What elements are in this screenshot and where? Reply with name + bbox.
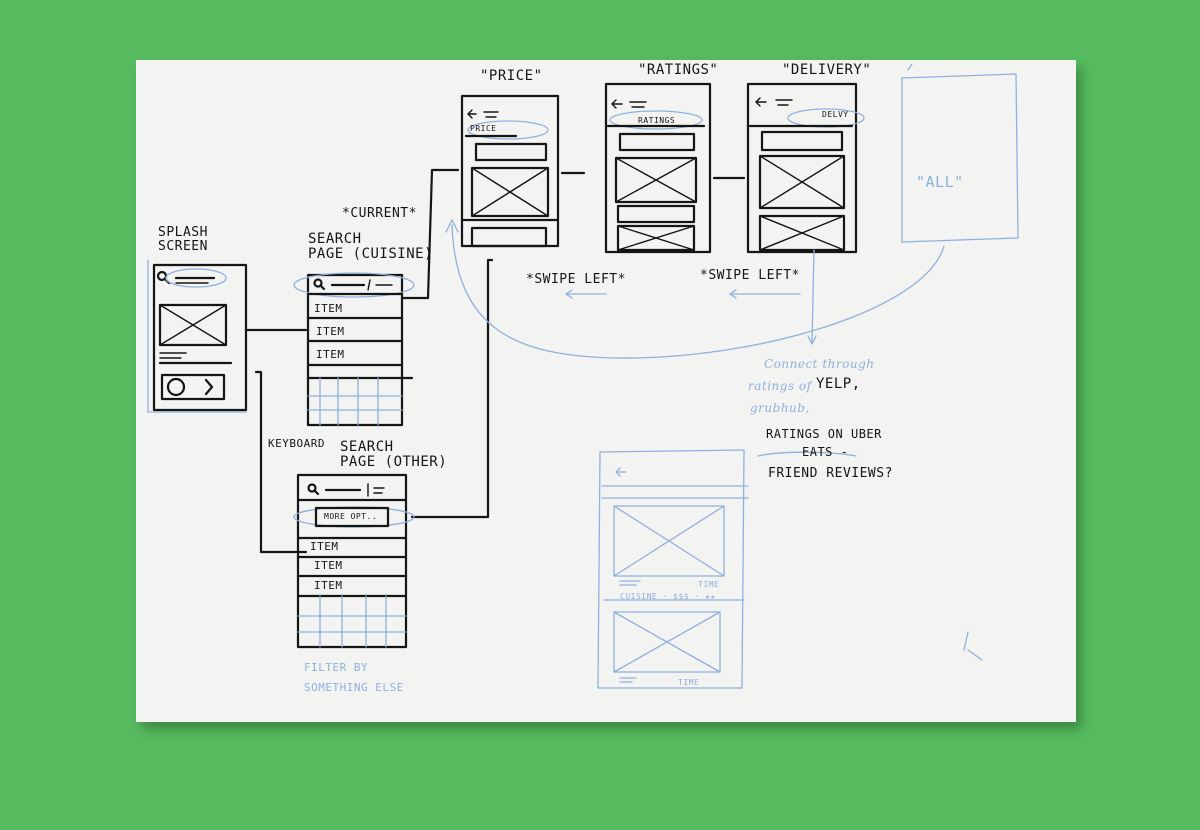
note-line-3: grubhub, <box>750 401 810 415</box>
delivery-title: "DELIVERY" <box>782 62 872 78</box>
all-wireframe <box>901 63 1019 243</box>
other-item-2: ITEM <box>314 559 343 572</box>
note-line-2a: ratings of <box>748 379 812 393</box>
delivery-tab-label: DELVY <box>822 110 849 119</box>
other-item-3: ITEM <box>314 579 343 592</box>
keyboard-label: KEYBOARD <box>268 437 325 450</box>
ratings-title: "RATINGS" <box>638 62 719 78</box>
price-wireframe <box>460 94 560 248</box>
search-other-wireframe <box>293 473 415 649</box>
search-cuisine-wireframe <box>293 272 415 427</box>
note-line-4: RATINGS ON UBER <box>766 427 882 441</box>
detail-time-label-1: TIME <box>698 580 720 589</box>
note-line-1: Connect through <box>764 357 875 371</box>
search-other-label: SEARCH PAGE (OTHER) <box>340 439 448 470</box>
note-line-2b: YELP, <box>816 376 861 392</box>
swipe-left-label-2: *SWIPE LEFT* <box>700 268 800 283</box>
cuisine-item-1: ITEM <box>314 302 343 315</box>
more-options-label: MORE OPT.. <box>324 512 378 521</box>
detail-meta-label: CUISINE · $$$ · ★★ <box>620 592 716 601</box>
current-label: *CURRENT* <box>342 206 417 221</box>
search-cuisine-label: SEARCH PAGE (CUISINE) <box>308 231 434 262</box>
price-tab-label: PRICE <box>470 124 497 133</box>
detail-time-label-2: TIME <box>678 678 700 687</box>
delivery-wireframe <box>746 82 865 254</box>
splash-screen-wireframe <box>147 259 248 413</box>
note-line-5: EATS - <box>802 445 849 459</box>
ratings-wireframe <box>604 82 712 254</box>
splash-screen-label: SPLASH SCREEN <box>158 225 208 254</box>
other-item-1: ITEM <box>310 540 339 553</box>
cuisine-item-3: ITEM <box>316 348 345 361</box>
note-line-6: FRIEND REVIEWS? <box>768 466 893 481</box>
sketch-paper: SPLASH SCREEN *CURRENT* SEARCH PAGE (CUI… <box>136 60 1076 722</box>
cuisine-item-2: ITEM <box>316 325 345 338</box>
swipe-left-label-1: *SWIPE LEFT* <box>526 272 626 287</box>
ratings-tab-label: RATINGS <box>638 116 676 125</box>
all-title: "ALL" <box>916 173 964 191</box>
wireframe-sketch <box>147 63 1019 689</box>
price-title: "PRICE" <box>480 68 543 84</box>
detail-wireframe <box>597 449 749 689</box>
filter-by-label: FILTER BY SOMETHING ELSE <box>304 661 404 694</box>
